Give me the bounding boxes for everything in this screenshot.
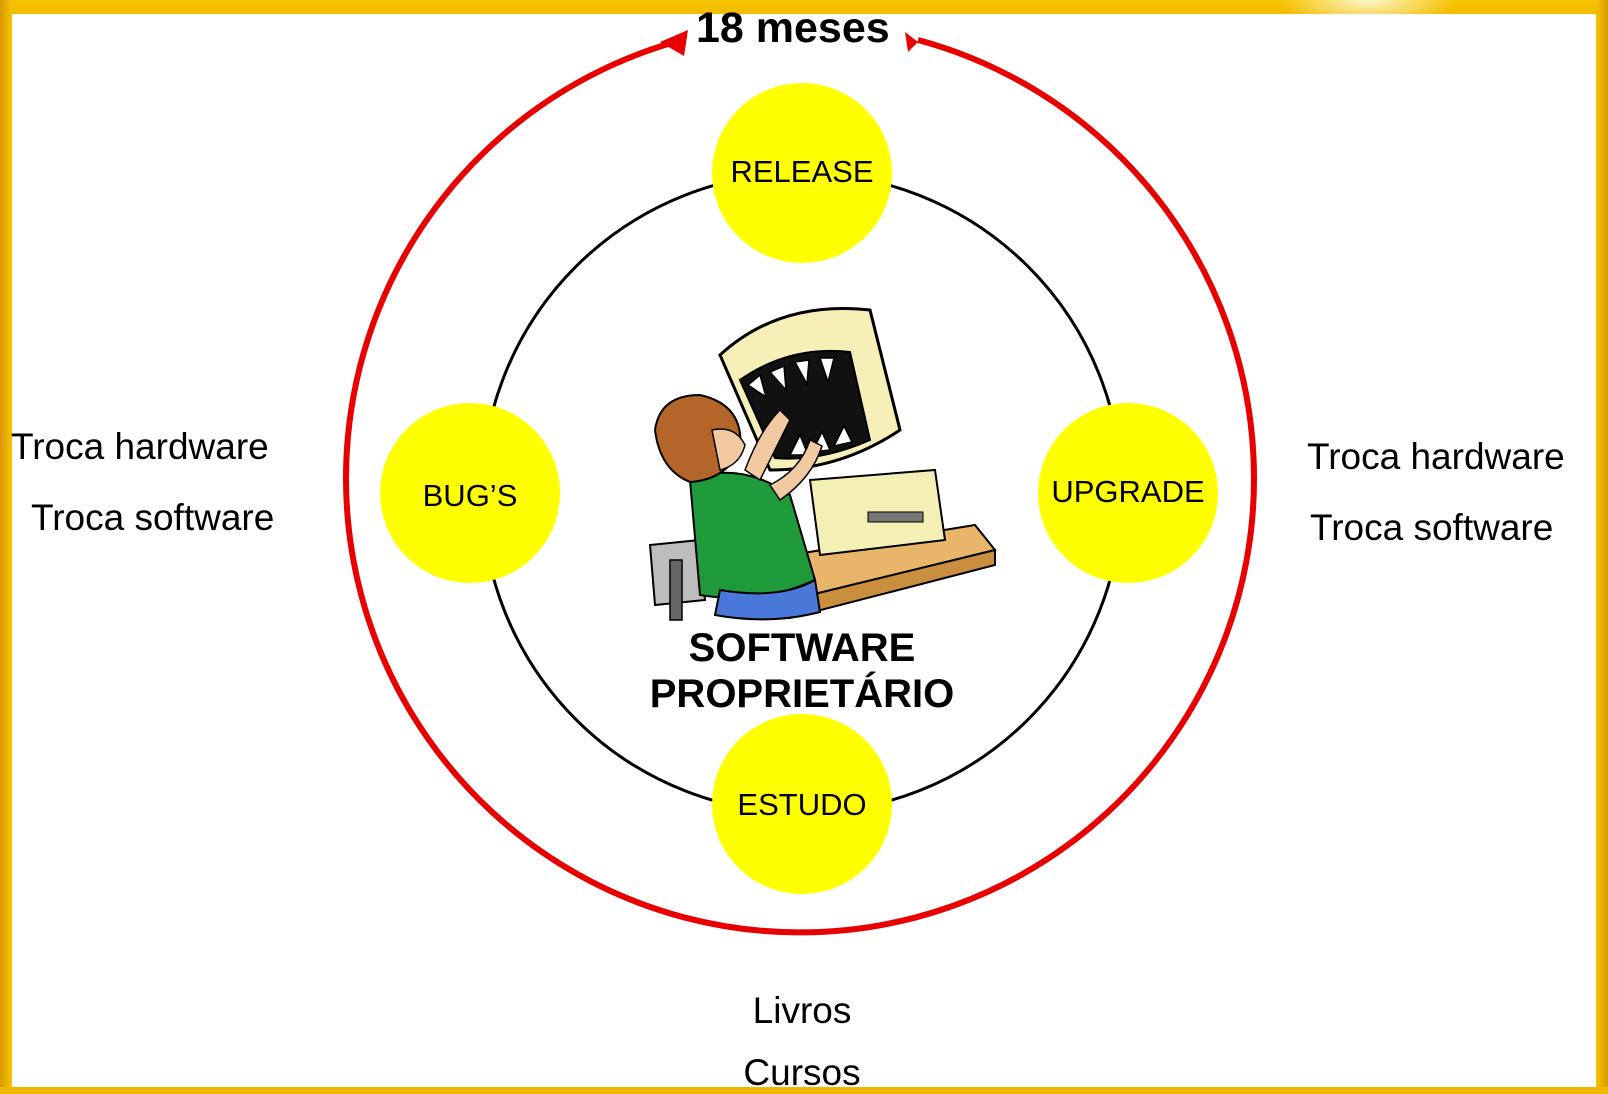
center-title-line1: SOFTWARE [688, 626, 916, 670]
slide-frame-top [0, 0, 1608, 14]
node-release-label: RELEASE [730, 154, 874, 189]
node-upgrade-label: UPGRADE [1051, 474, 1205, 509]
node-bugs-label: BUG’S [422, 478, 518, 513]
node-upgrade [1038, 403, 1218, 583]
cycle-duration-title: 18 meses [696, 4, 890, 52]
bottom-note-livros: Livros [752, 990, 852, 1031]
center-title-line2: PROPRIETÁRIO [649, 672, 955, 716]
cycle-arrow-left [660, 30, 688, 56]
node-estudo [712, 714, 892, 894]
right-note-hardware: Troca hardware [1307, 436, 1565, 477]
node-estudo-label: ESTUDO [737, 787, 867, 822]
left-note-hardware: Troca hardware [11, 426, 269, 467]
node-bugs [380, 403, 560, 583]
person-attacked-by-computer-icon [648, 306, 997, 621]
slide-frame-left [0, 0, 12, 1087]
outer-cycle-ring [343, 37, 1257, 936]
cycle-arrow-right [905, 32, 918, 52]
node-release [712, 83, 892, 263]
bottom-note-cursos: Cursos [743, 1052, 861, 1093]
left-note-software: Troca software [31, 497, 275, 538]
slide-frame-right [1596, 0, 1608, 1087]
right-note-software: Troca software [1310, 507, 1554, 548]
center-title: SOFTWARE PROPRIETÁRIO [602, 625, 1002, 717]
